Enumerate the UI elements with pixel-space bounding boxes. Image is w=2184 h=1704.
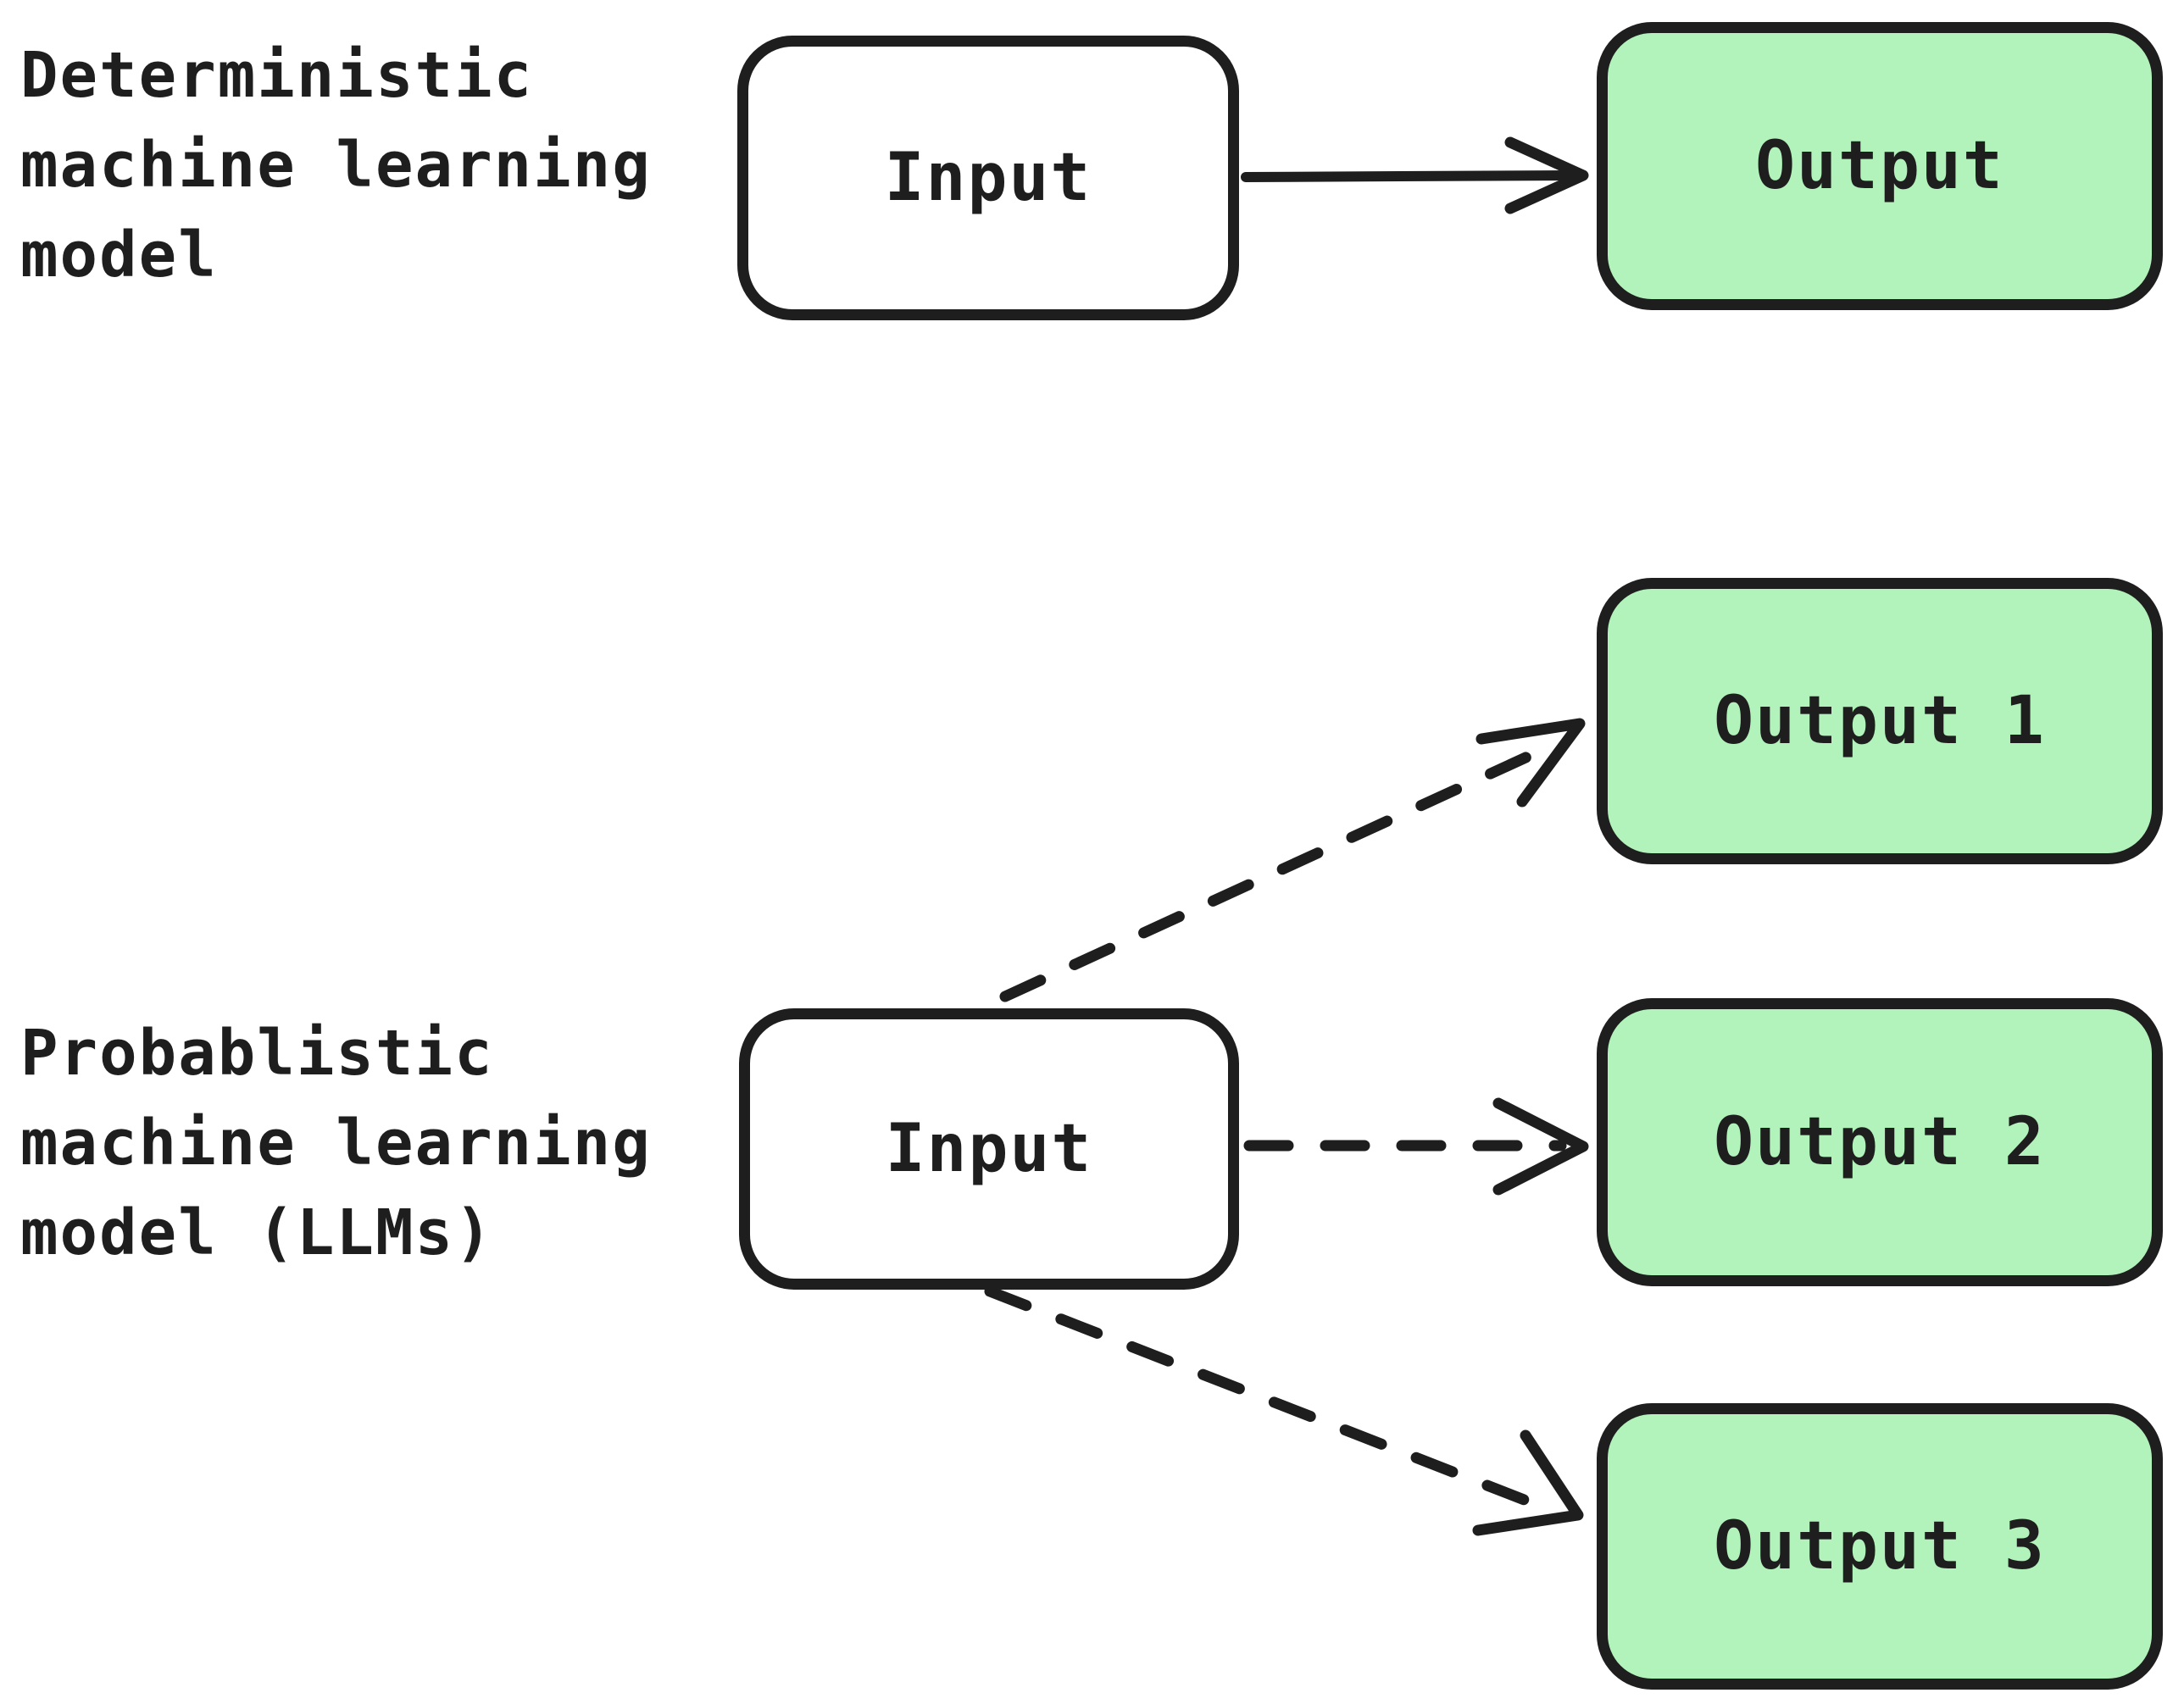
output-node-1-label: Output 1 (1714, 683, 2046, 759)
output-node-deterministic-label: Output (1755, 128, 2004, 204)
input-node-deterministic: Input (737, 36, 1239, 320)
output-node-3: Output 3 (1597, 1403, 2163, 1690)
probablistic-section-label: Probablistic machine learning model (LLM… (20, 1008, 652, 1278)
deterministic-section-label: Deterministic machine learning model (20, 31, 652, 300)
input-node-deterministic-label: Input (884, 140, 1092, 216)
dashed-arrow-to-output-2 (1243, 1097, 1589, 1196)
output-node-1: Output 1 (1597, 578, 2163, 864)
output-node-3-label: Output 3 (1714, 1508, 2046, 1585)
solid-arrow (1241, 136, 1589, 214)
solid-arrow-head (1504, 136, 1589, 214)
dashed-arrow-2-head (1492, 1097, 1589, 1196)
dashed-arrow-to-output-1 (999, 718, 1586, 1002)
probablistic-label-line-2: machine learning (20, 1107, 652, 1179)
dashed-arrow-1-shaft (999, 743, 1550, 1002)
dashed-arrow-3-head (1472, 1429, 1584, 1536)
input-node-probablistic: Input (739, 1008, 1239, 1290)
dashed-arrow-to-output-3 (984, 1285, 1584, 1536)
output-node-deterministic: Output (1597, 22, 2163, 310)
solid-arrow-shaft (1241, 170, 1578, 182)
probablistic-label-line-1: Probablistic (20, 1017, 494, 1090)
output-node-2: Output 2 (1597, 998, 2163, 1286)
input-node-probablistic-label: Input (885, 1111, 1093, 1187)
deterministic-label-line-3: model (20, 219, 218, 291)
deterministic-label-line-2: machine learning (20, 129, 652, 202)
probablistic-label-line-3: model (LLMs) (20, 1196, 494, 1269)
dashed-arrow-1-head (1475, 718, 1586, 808)
dashed-arrow-3-shaft (984, 1285, 1552, 1514)
deterministic-label-line-1: Deterministic (20, 39, 534, 112)
output-node-2-label: Output 2 (1714, 1104, 2046, 1180)
